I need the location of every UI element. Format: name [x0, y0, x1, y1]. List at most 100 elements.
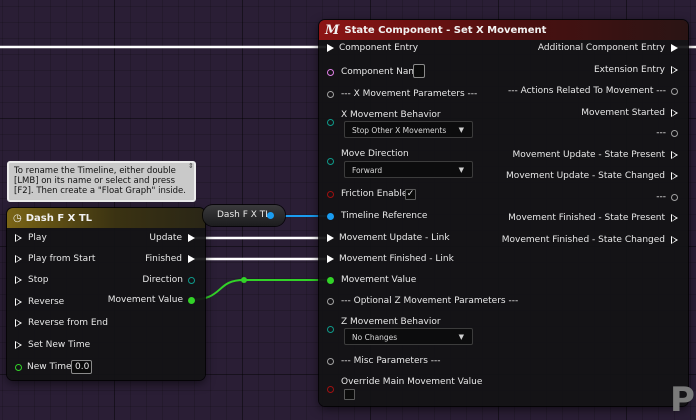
pin-label: Movement Update - State Changed [506, 171, 665, 181]
pin-label: X Movement Behavior [341, 110, 441, 120]
new-time-input[interactable]: 0.0 [71, 360, 92, 374]
pin-row-movement-finished-changed[interactable]: Movement Finished - State Changed [502, 233, 678, 247]
pin-row-play-from-start[interactable]: Play from Start [15, 252, 95, 266]
object-pin-icon[interactable] [267, 212, 274, 219]
pin-label: --- Misc Parameters --- [341, 356, 441, 366]
wildcard-pin-icon[interactable] [327, 357, 334, 365]
dropdown-value: Stop Other X Movements [352, 126, 447, 135]
pin-row-separator-1[interactable]: --- [656, 126, 678, 140]
pin-label: Finished [145, 254, 182, 264]
state-component-node[interactable]: M State Component - Set X Movement Compo… [319, 20, 688, 406]
friction-enabled-checkbox[interactable]: ✓ [405, 189, 416, 200]
pin-label: Movement Update - Link [339, 233, 450, 243]
enum-pin-icon[interactable] [327, 119, 334, 126]
bool-pin-icon[interactable] [327, 190, 334, 198]
exec-pin-icon[interactable] [327, 255, 334, 263]
pin-label: Extension Entry [594, 65, 665, 75]
string-pin-icon[interactable] [327, 68, 334, 76]
override-main-checkbox[interactable] [344, 389, 355, 400]
enum-pin-icon[interactable] [327, 158, 334, 165]
timeline-variable-node[interactable]: Dash F X TL [203, 205, 285, 226]
exec-pin-icon[interactable] [188, 255, 195, 263]
pin-row-extension-entry[interactable]: Extension Entry [594, 63, 678, 77]
state-component-header[interactable]: M State Component - Set X Movement [319, 20, 688, 40]
pin-row-x-params[interactable]: --- X Movement Parameters --- [327, 87, 477, 101]
wildcard-pin-icon[interactable] [671, 129, 678, 137]
exec-pin-icon[interactable] [15, 341, 22, 349]
pin-row-component-entry[interactable]: Component Entry [327, 41, 418, 55]
pin-label: Update [149, 233, 182, 243]
wildcard-pin-icon[interactable] [327, 297, 334, 305]
dropdown-value: Forward [352, 166, 383, 175]
pin-row-movement-update-present[interactable]: Movement Update - State Present [512, 148, 678, 162]
enum-pin-icon[interactable] [327, 326, 334, 333]
pin-row-timeline-movement-value[interactable]: Movement Value [108, 293, 195, 307]
pin-row-reverse[interactable]: Reverse [15, 295, 64, 309]
pin-row-update[interactable]: Update [149, 231, 195, 245]
pin-row-play[interactable]: Play [15, 231, 47, 245]
exec-pin-icon[interactable] [327, 234, 334, 242]
exec-pin-icon[interactable] [671, 151, 678, 159]
timeline-header[interactable]: ◷ Dash F X TL [7, 208, 205, 228]
exec-pin-icon[interactable] [671, 172, 678, 180]
pin-row-timeline-reference[interactable]: Timeline Reference [327, 209, 427, 223]
pin-row-movement-started[interactable]: Movement Started [581, 106, 678, 120]
exec-pin-icon[interactable] [671, 44, 678, 52]
pin-label: --- Actions Related To Movement --- [508, 86, 666, 96]
pin-row-finished[interactable]: Finished [145, 252, 195, 266]
pin-row-x-behavior[interactable]: X Movement Behavior [327, 108, 441, 126]
wildcard-pin-icon[interactable] [671, 87, 678, 95]
pin-row-stop[interactable]: Stop [15, 273, 48, 287]
pin-row-additional-component-entry[interactable]: Additional Component Entry [538, 41, 678, 55]
enum-pin-icon[interactable] [188, 276, 195, 284]
pin-row-z-behavior[interactable]: Z Movement Behavior [327, 315, 441, 333]
pin-row-component-name[interactable]: Component Name [327, 65, 423, 79]
object-pin-icon[interactable] [327, 212, 334, 220]
pin-row-set-new-time[interactable]: Set New Time [15, 338, 90, 352]
pin-row-misc-params[interactable]: --- Misc Parameters --- [327, 354, 440, 368]
pin-row-move-direction[interactable]: Move Direction [327, 147, 409, 165]
float-pin-icon[interactable] [15, 363, 22, 371]
exec-pin-icon[interactable] [671, 236, 678, 244]
exec-pin-icon[interactable] [671, 66, 678, 74]
timeline-node[interactable]: ◷ Dash F X TL Play Play from Start Stop … [7, 208, 205, 380]
exec-pin-icon[interactable] [15, 234, 22, 242]
pin-row-override-main[interactable]: Override Main Movement Value [327, 375, 482, 393]
comment-bubble[interactable]: To rename the Timeline, either double [L… [7, 161, 196, 202]
pin-row-actions-related[interactable]: --- Actions Related To Movement --- [508, 84, 678, 98]
exec-pin-icon[interactable] [671, 109, 678, 117]
exec-pin-icon[interactable] [15, 276, 22, 284]
pin-row-new-time[interactable]: New Time [15, 360, 72, 374]
pin-row-reverse-from-end[interactable]: Reverse from End [15, 316, 108, 330]
pin-row-direction[interactable]: Direction [142, 273, 195, 287]
pin-label: Z Movement Behavior [341, 317, 441, 327]
exec-pin-icon[interactable] [188, 234, 195, 242]
wildcard-pin-icon[interactable] [671, 193, 678, 201]
pin-label: --- Optional Z Movement Parameters --- [341, 296, 519, 306]
bool-pin-icon[interactable] [327, 386, 334, 393]
pin-row-friction-enabled[interactable]: Friction Enabled [327, 187, 413, 201]
pin-label: Reverse from End [28, 318, 108, 328]
pin-row-movement-finished-present[interactable]: Movement Finished - State Present [508, 211, 678, 225]
pin-row-movement-finished-link[interactable]: Movement Finished - Link [327, 252, 454, 266]
comment-pin-icon[interactable]: ⇕ [188, 162, 194, 170]
pin-row-separator-2[interactable]: --- [656, 190, 678, 204]
exec-pin-icon[interactable] [671, 214, 678, 222]
pin-row-movement-value[interactable]: Movement Value [327, 273, 416, 287]
pin-row-movement-update-link[interactable]: Movement Update - Link [327, 231, 450, 245]
pin-label: Component Name [341, 67, 423, 77]
float-pin-icon[interactable] [327, 276, 334, 284]
pin-row-optional-z-params[interactable]: --- Optional Z Movement Parameters --- [327, 294, 518, 308]
x-behavior-dropdown[interactable]: Stop Other X Movements ▼ [344, 121, 473, 138]
exec-pin-icon[interactable] [15, 298, 22, 306]
wildcard-pin-icon[interactable] [327, 90, 334, 98]
exec-pin-icon[interactable] [327, 44, 334, 52]
z-behavior-dropdown[interactable]: No Changes ▼ [344, 328, 473, 345]
exec-pin-icon[interactable] [15, 255, 22, 263]
move-direction-dropdown[interactable]: Forward ▼ [344, 161, 473, 178]
float-pin-icon[interactable] [188, 296, 195, 304]
pin-row-movement-update-changed[interactable]: Movement Update - State Changed [506, 169, 678, 183]
exec-pin-icon[interactable] [15, 319, 22, 327]
component-name-input[interactable] [413, 64, 425, 78]
clock-icon: ◷ [13, 212, 22, 224]
